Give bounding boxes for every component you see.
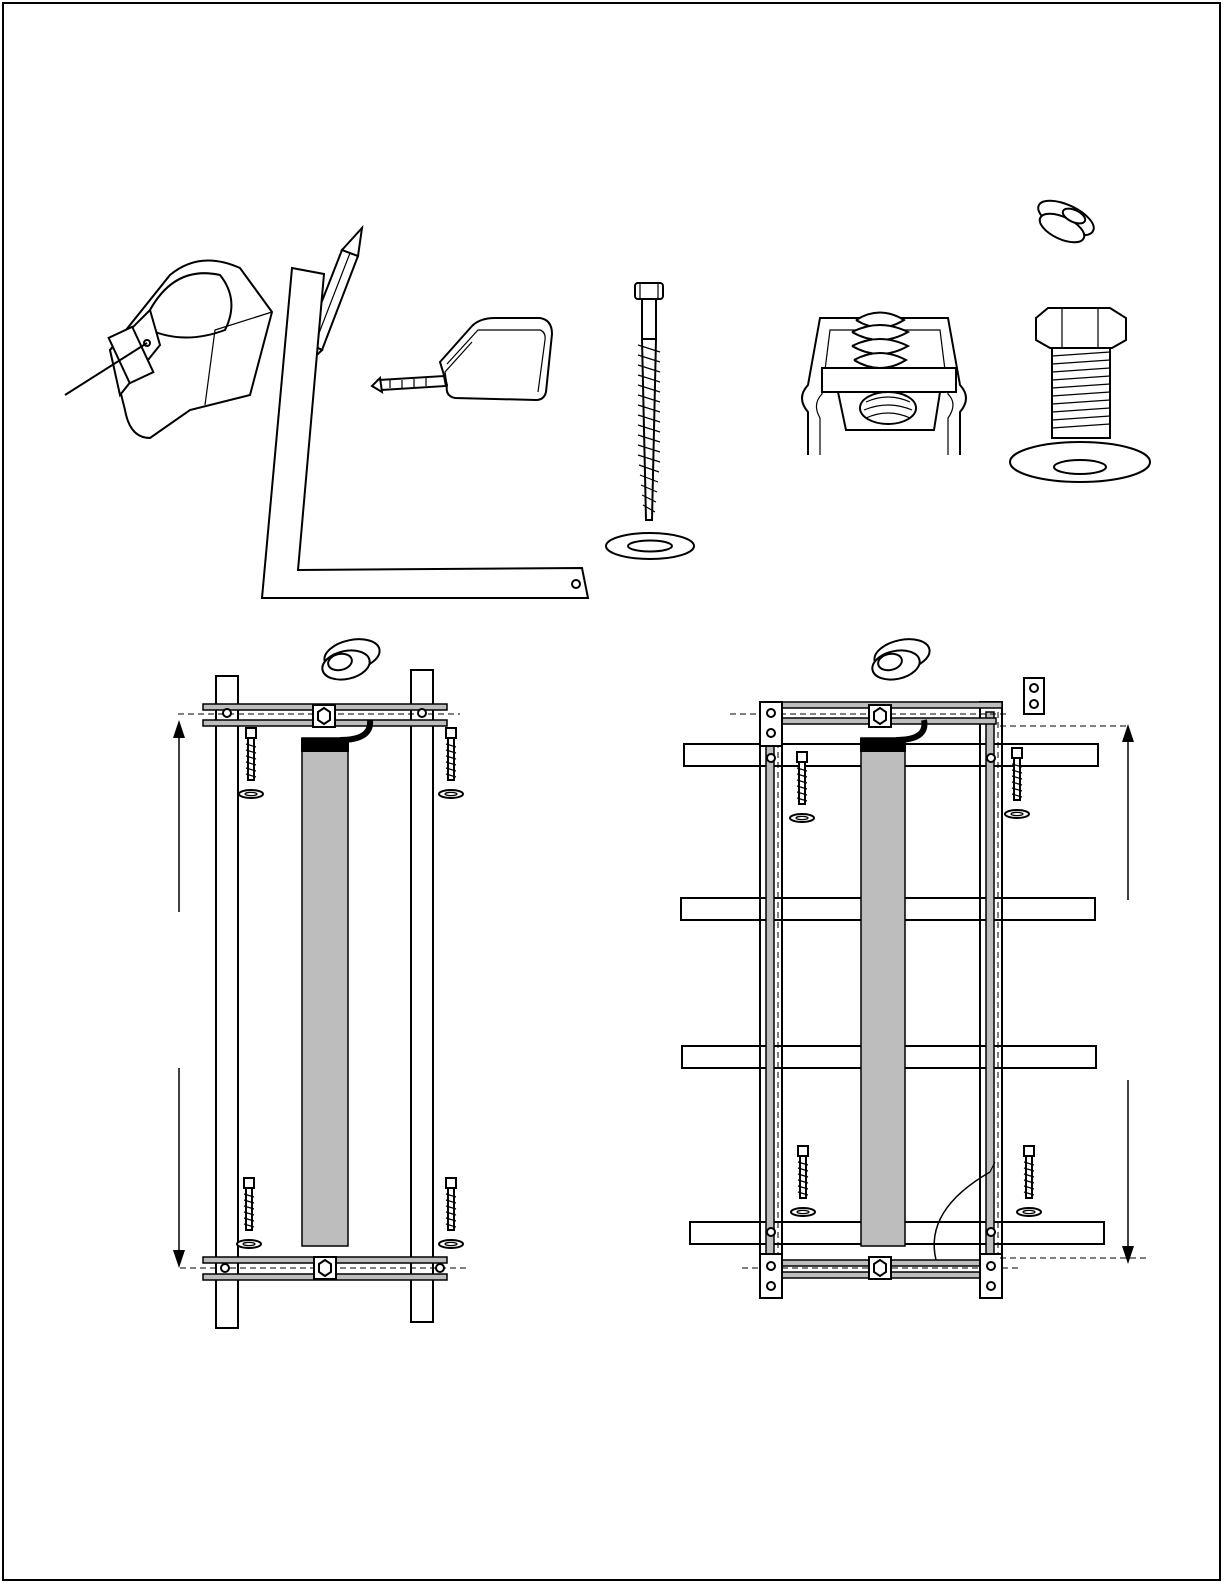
grommet-illustration [1033,194,1098,249]
stud-finder-illustration [65,260,272,438]
channel-nut-illustration [802,313,966,456]
bolt-and-washer-illustration [1010,308,1150,482]
frame-mount-diagram [681,635,1150,1298]
stud-left [216,676,238,1328]
cylinder [302,738,348,1246]
stud-mount-diagram [173,635,466,1328]
grommet-icon [870,635,933,684]
stud-right [411,670,433,1322]
tape-measure-illustration [372,318,552,400]
grommet-icon [320,635,383,684]
lag-screw-illustration [606,283,694,559]
